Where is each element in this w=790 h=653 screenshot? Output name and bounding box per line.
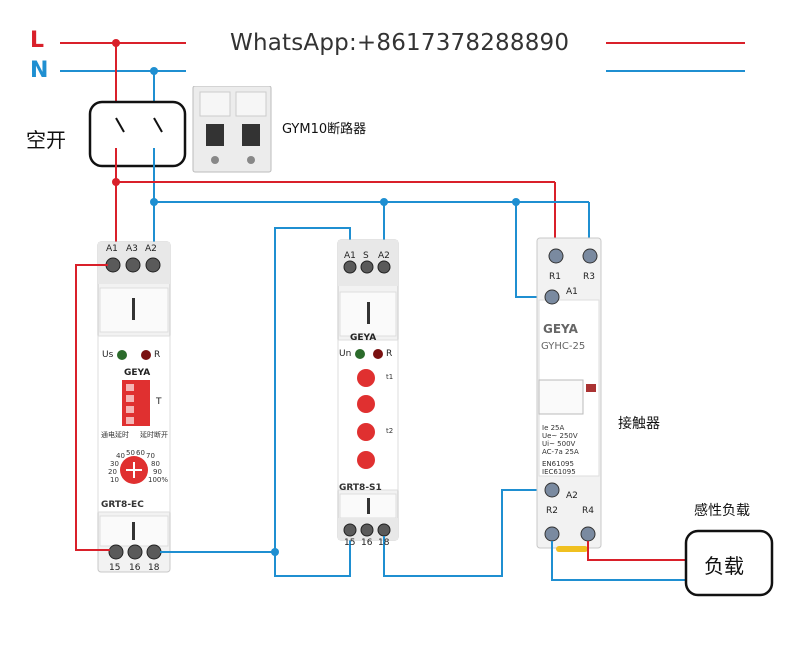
relay2-t2-label: t2 [386,427,394,435]
breaker-symbol [88,100,187,168]
relay1-dial-30: 30 [110,460,119,468]
load-neutral-wire [551,541,686,581]
relay1-bottom-16: 16 [129,563,141,573]
relay1-terminal-a1 [105,257,121,273]
contactor-terminal-r2 [544,526,560,542]
relay2-brand: GEYA [350,333,377,343]
contactor-spec-ue: Ue~ 250V [542,432,578,440]
contactor-r2-label: R2 [546,506,558,516]
load-box [684,529,774,597]
relay2-15-feed-wire [274,540,351,577]
contactor-r1-label: R1 [549,272,561,282]
relay2-r-label: R [386,349,393,359]
load-line-wire [587,541,686,561]
relay1-terminal-a2 [145,257,161,273]
relay1-dial-80: 80 [151,460,160,468]
relay2-terminal-a1 [343,260,357,274]
relay2-terminal-a2 [377,260,391,274]
relay1-dial-60: 60 [136,449,145,457]
relay1-model: GRT8-EC [101,500,144,510]
contactor-spec-en: EN61095 [542,460,574,468]
contactor-model: GYHC-25 [541,341,586,352]
relay1-brand: GEYA [124,368,151,378]
relay2-bottom-16: 16 [361,538,373,548]
relay2-top-s: S [363,251,369,261]
relay1-terminal-16 [127,544,143,560]
load-caption: 感性负载 [694,503,750,519]
contactor-a2-label: A2 [566,491,578,501]
contactor-r3-label: R3 [583,272,595,282]
contactor-terminal-a2 [544,482,560,498]
whatsapp-watermark: WhatsApp:+8617378288890 [230,30,570,56]
line-label: L [30,28,45,53]
relay1-terminal-18 [146,544,162,560]
contactor-label: 接触器 [618,416,660,432]
contactor-body [536,237,602,549]
relay1-dial-20: 20 [108,468,117,476]
relay1-dial-70: 70 [146,452,155,460]
contactor-terminal-r1 [548,248,564,264]
relay1-top-a3: A3 [126,244,138,254]
relay1-dial-10: 10 [110,476,119,484]
contactor-terminal-a1 [544,289,560,305]
breaker-switch-n [153,117,163,133]
breaker-model-label: GYM10断路器 [282,122,367,137]
relay2-terminal-s [360,260,374,274]
breaker-label: 空开 [26,128,66,152]
relay1-switch-t-label: T [156,397,162,407]
relay2-un-label: Un [339,349,352,359]
watermark-panel [186,0,606,86]
relay2-top-a1: A1 [344,251,356,261]
contactor-terminal-r3 [582,248,598,264]
relay1-a1-to-15-wire [75,264,110,551]
relay1-bottom-15: 15 [109,563,121,573]
relay1-switch-right-caption: 延时断开 [140,431,168,439]
relay1-us-label: Us [102,350,114,360]
contactor-spec-iec: IEC61095 [542,468,576,476]
relay1-switch-left-caption: 通电延时 [101,431,129,439]
load-label: 负载 [704,554,744,578]
breaker-device-image [192,85,272,173]
contactor-spec-ie: Ie 25A [542,424,565,432]
relay1-top-a2: A2 [145,244,157,254]
relay2-terminal-15 [343,523,357,537]
contactor-spec-ac7a: AC-7a 25A [542,448,579,456]
relay2-18-to-a2-wire [383,489,548,577]
relay1-r-label: R [154,350,161,360]
neutral-label: N [30,58,49,83]
relay2-bottom-18: 18 [378,538,390,548]
relay1-terminal-15 [108,544,124,560]
relay2-model: GRT8-S1 [339,483,382,493]
contactor-r4-label: R4 [582,506,594,516]
relay2-terminal-16 [360,523,374,537]
contactor-terminal-r4 [580,526,596,542]
relay1-dial-90: 90 [153,468,162,476]
relay2-bottom-15: 15 [344,538,356,548]
relay1-bottom-18: 18 [148,563,160,573]
relay1-dial-40: 40 [116,452,125,460]
relay2-top-a2: A2 [378,251,390,261]
relay1-top-a1: A1 [106,244,118,254]
relay1-dial-100: 100% [148,476,169,484]
relay2-terminal-18 [377,523,391,537]
relay2-body [337,239,399,541]
contactor-a1-label: A1 [566,287,578,297]
contactor-brand: GEYA [543,322,578,336]
relay1-dial-50: 50 [126,449,135,457]
contactor-yellow-jumper [556,546,588,552]
contactor-spec-ui: Ui~ 500V [542,440,576,448]
relay2-t1-label: t1 [386,373,394,381]
breaker-switch-l [115,117,125,133]
relay1-terminal-a3 [125,257,141,273]
relay1-body [97,241,171,573]
